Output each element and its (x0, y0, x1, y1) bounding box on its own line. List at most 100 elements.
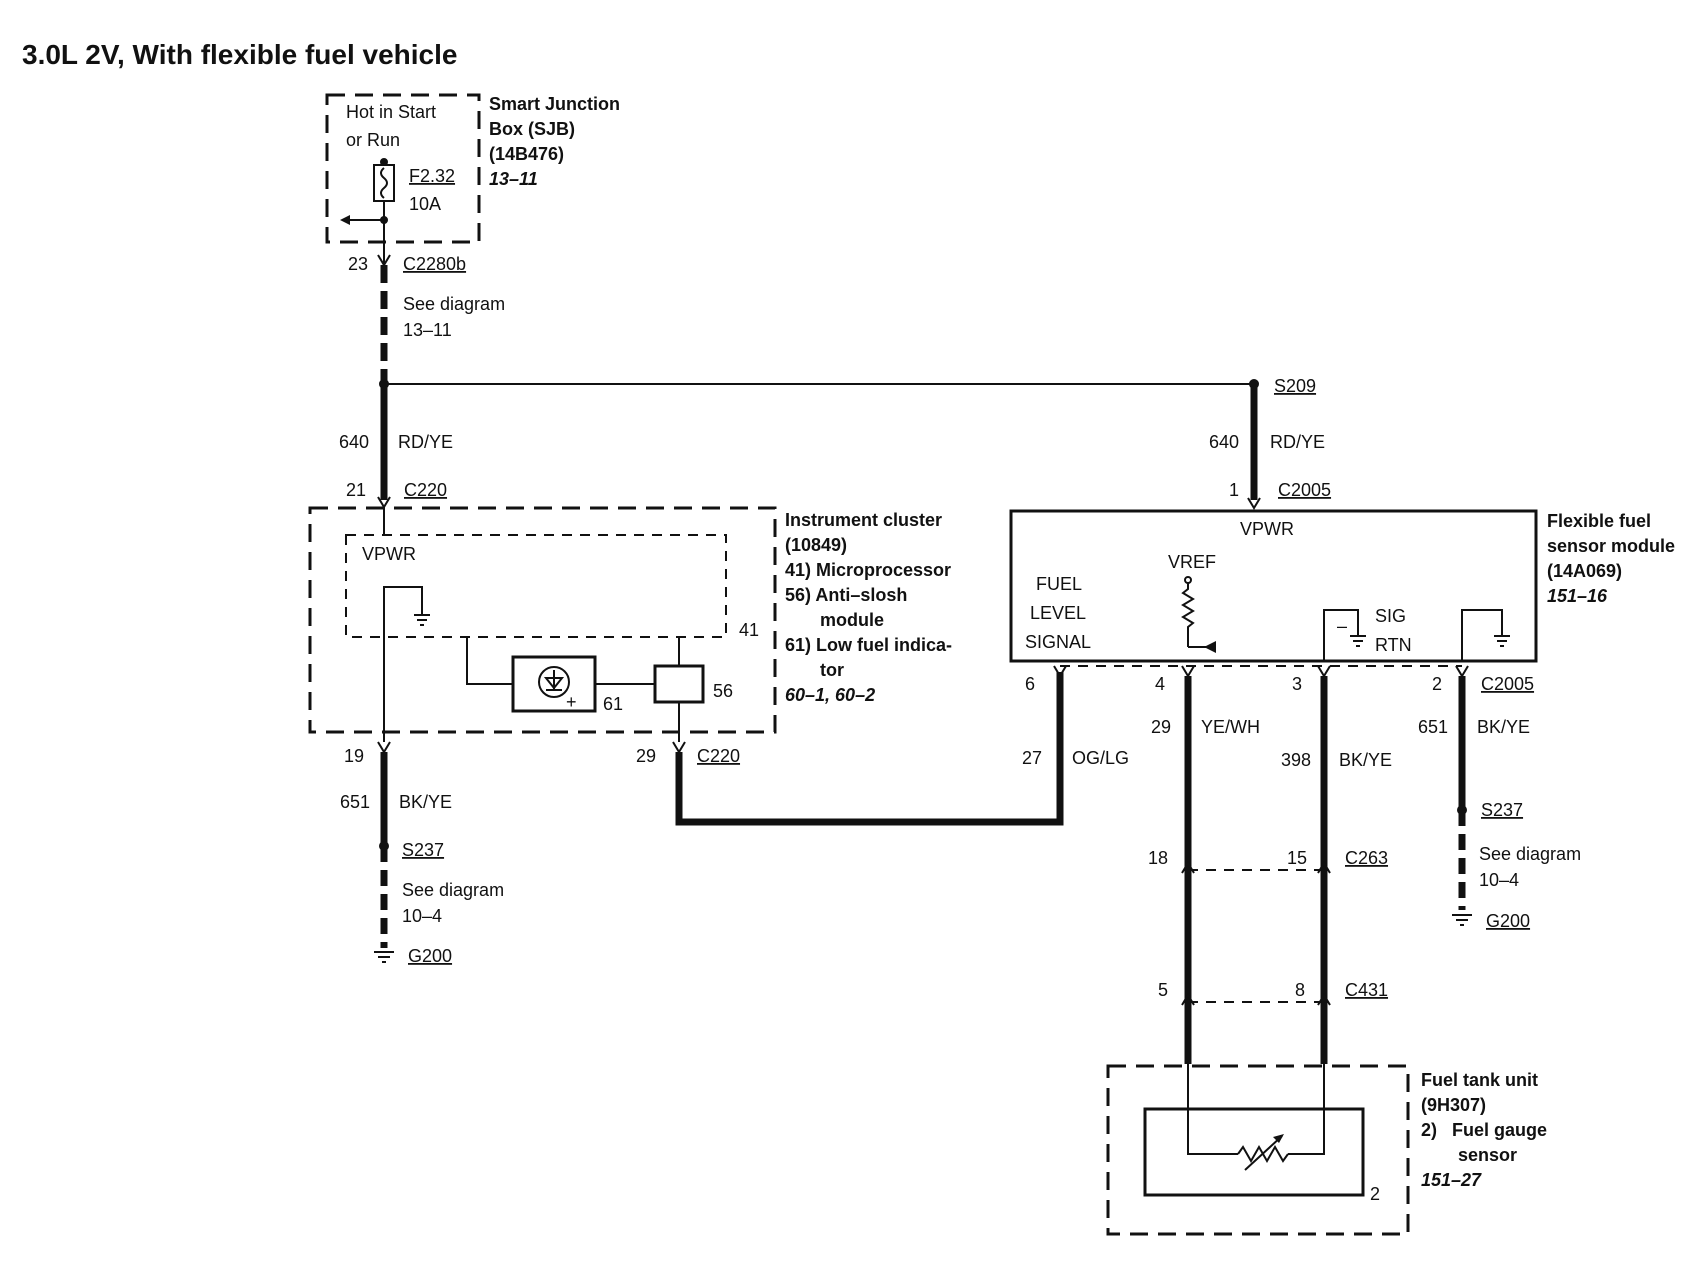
ground-g200-left-icon (374, 951, 394, 963)
cluster-name: Instrument cluster (785, 510, 942, 530)
pin6-icon (1053, 665, 1067, 678)
fuse-amps: 10A (409, 194, 441, 214)
cluster-ground-trace (383, 586, 423, 742)
connector-c220-top: C220 (404, 480, 447, 500)
ffs-signal-label: SIGNAL (1025, 632, 1091, 652)
fuel-tank-unit: 2 Fuel tank unit (9H307) 2) Fuel gauge s… (1106, 1064, 1547, 1236)
low-fuel-lamp-icon (538, 666, 570, 698)
cluster-outline (308, 506, 777, 734)
connector-c2005-bottom: C2005 (1481, 674, 1534, 694)
pin-5: 5 (1158, 980, 1168, 1000)
c263-pin18-icon (1181, 861, 1195, 874)
arrow-left-icon (340, 215, 350, 225)
indicator-lead (466, 637, 513, 685)
color-bkye-left: BK/YE (399, 792, 452, 812)
color-bkye-651-right: BK/YE (1477, 717, 1530, 737)
connector-c2005-top: C2005 (1278, 480, 1331, 500)
diode-icon (543, 670, 565, 691)
ffs-vref: VREF (1168, 552, 1216, 572)
c263-pin15-icon (1317, 861, 1331, 874)
see-diagram-left: See diagram (402, 880, 504, 900)
vref-arrow-icon (1204, 641, 1216, 653)
ffs-name-1: Flexible fuel (1547, 511, 1651, 531)
pin-4: 4 (1155, 674, 1165, 694)
sensor-leads (1187, 1064, 1325, 1155)
splice-s237-left: S237 (402, 840, 444, 860)
wire-og-lg (675, 672, 1064, 826)
ffs-name-2: sensor module (1547, 536, 1675, 556)
circuit-651-right: 651 (1418, 717, 1448, 737)
ffs-rtn: RTN (1375, 635, 1412, 655)
fuse-element-icon (380, 167, 388, 199)
connector-c2005-icon (1247, 497, 1261, 510)
connector-c431: C431 (1345, 980, 1388, 1000)
color-rdye-left: RD/YE (398, 432, 453, 452)
tank-ref: 151–27 (1421, 1170, 1482, 1190)
ffs-vpwr: VPWR (1240, 519, 1294, 539)
ffs-power-wire: 640 RD/YE 1 C2005 (1209, 384, 1331, 510)
pin-2: 2 (1432, 674, 1442, 694)
see-diagram-ref: 13–11 (403, 320, 452, 340)
microprocessor-outline (345, 534, 727, 638)
fuel-level-signal-wire: 29 C220 27 OG/LG (636, 672, 1129, 826)
see-diagram-left-ref: 10–4 (402, 906, 442, 926)
vref-resistor-icon (1181, 583, 1195, 647)
ffs-ground-trace (1461, 609, 1503, 661)
instrument-cluster: VPWR 41 + 61 56 Instrument cluster (1084… (308, 506, 952, 742)
pin3-icon (1317, 665, 1331, 678)
ground-g200-left: G200 (408, 946, 452, 966)
ffs-part: (14A069) (1547, 561, 1622, 581)
color-rdye-right: RD/YE (1270, 432, 1325, 452)
ffs-fuel-label: FUEL (1036, 574, 1082, 594)
cluster-item-56b: module (820, 610, 884, 630)
connector-c2280b: C2280b (403, 254, 466, 274)
tank-outline (1106, 1064, 1410, 1236)
color-yewh: YE/WH (1201, 717, 1260, 737)
see-diagram-label: See diagram (403, 294, 505, 314)
anti-slosh-module-box (653, 664, 705, 704)
sjb-name-2: Box (SJB) (489, 119, 575, 139)
ffs-outline (1009, 509, 1538, 663)
circuit-640-right: 640 (1209, 432, 1239, 452)
connector-c220-pin29-icon (672, 741, 686, 754)
pin-1: 1 (1229, 480, 1239, 500)
cluster-part: (10849) (785, 535, 847, 555)
sjb-outline (325, 93, 481, 244)
ffs-sig: SIG (1375, 606, 1406, 626)
flexible-fuel-sensor-module: VPWR FUEL LEVEL SIGNAL VREF – SIG RTN Fl… (1009, 509, 1675, 663)
pin-27: 27 (1022, 748, 1042, 768)
cluster-item-61b: tor (820, 660, 844, 680)
vref-node (1184, 576, 1192, 584)
ffs-minus: – (1337, 616, 1347, 636)
variable-arrow-line (1244, 1135, 1283, 1171)
connector-c220-pin19-icon (377, 741, 391, 754)
sjb-hot-label-2: or Run (346, 130, 400, 150)
cluster-vpwr: VPWR (362, 544, 416, 564)
sjb-hot-label-1: Hot in Start (346, 102, 436, 122)
see-diagram-right: See diagram (1479, 844, 1581, 864)
plus-mark: + (566, 692, 577, 712)
pin-61: 61 (603, 694, 623, 714)
connector-c220-bottom: C220 (697, 746, 740, 766)
fuel-gauge-sensor-box (1143, 1107, 1365, 1197)
pin-3: 3 (1292, 674, 1302, 694)
pin-41: 41 (739, 620, 759, 640)
smart-junction-box: Hot in Start or Run F2.32 10A Smart Junc… (325, 93, 620, 265)
cluster-ground-wire: 19 651 BK/YE S237 See diagram 10–4 G200 (340, 741, 504, 966)
pin-21: 21 (346, 480, 366, 500)
pin-56: 56 (713, 681, 733, 701)
pin-18: 18 (1148, 848, 1168, 868)
ground-g200-right-icon (1452, 914, 1472, 926)
ffs-level-label: LEVEL (1030, 603, 1086, 623)
page-title: 3.0L 2V, With flexible fuel vehicle (22, 39, 457, 70)
sig-rtn-ground-icon (1350, 635, 1366, 647)
pin-19: 19 (344, 746, 364, 766)
internal-ground-icon (414, 614, 430, 626)
ffs-ref: 151–16 (1547, 586, 1608, 606)
pin4-icon (1181, 665, 1195, 678)
color-bkye-398: BK/YE (1339, 750, 1392, 770)
tank-pin-2: 2 (1370, 1184, 1380, 1204)
circuit-651-left: 651 (340, 792, 370, 812)
pin-8: 8 (1295, 980, 1305, 1000)
circuit-640-left: 640 (339, 432, 369, 452)
